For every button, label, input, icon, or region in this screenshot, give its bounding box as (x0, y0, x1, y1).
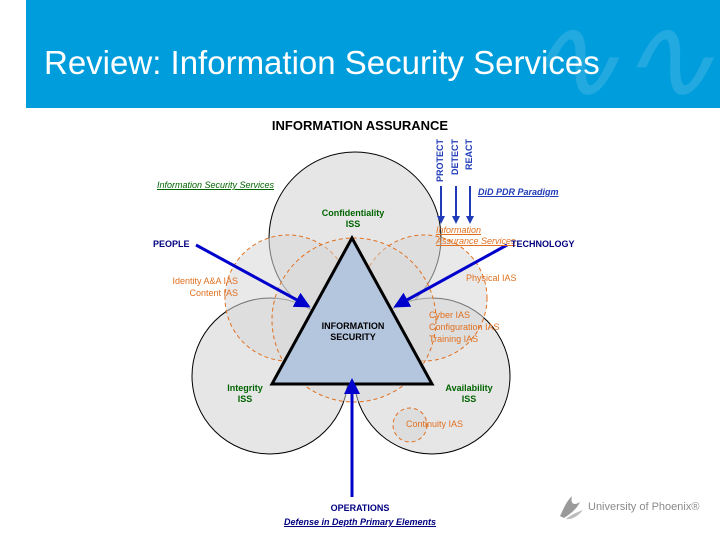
protect-label: PROTECT (435, 139, 445, 183)
technology-arrow (393, 243, 508, 308)
react-label: REACT (464, 139, 474, 170)
watermark-graphic: ∿∿ (520, 0, 716, 108)
people-arrow (195, 243, 311, 308)
iss-link[interactable]: Information Security Services (157, 180, 275, 190)
operations-label: OPERATIONS (330, 503, 390, 513)
title-bar: ∿∿ Review: Information Security Services (26, 0, 720, 108)
people-label: PEOPLE (153, 239, 190, 249)
continuity-circle (392, 407, 428, 443)
technology-label: TECHNOLOGY (511, 239, 575, 249)
diagram-title: INFORMATION ASSURANCE (271, 118, 449, 133)
ias-link[interactable]: Information Assurance Services (436, 225, 516, 246)
phoenix-icon (560, 496, 583, 520)
physical-ias-label: Physical IAS (466, 273, 517, 283)
page-title: Review: Information Security Services (44, 44, 600, 81)
defense-in-depth-link[interactable]: Defense in Depth Primary Elements (283, 517, 437, 527)
detect-label: DETECT (450, 139, 460, 175)
did-pdr-link[interactable]: DiD PDR Paradigm (478, 187, 559, 197)
logo-text: University of Phoenix® (588, 501, 700, 513)
continuity-ias-label: Continuity IAS (406, 419, 464, 429)
